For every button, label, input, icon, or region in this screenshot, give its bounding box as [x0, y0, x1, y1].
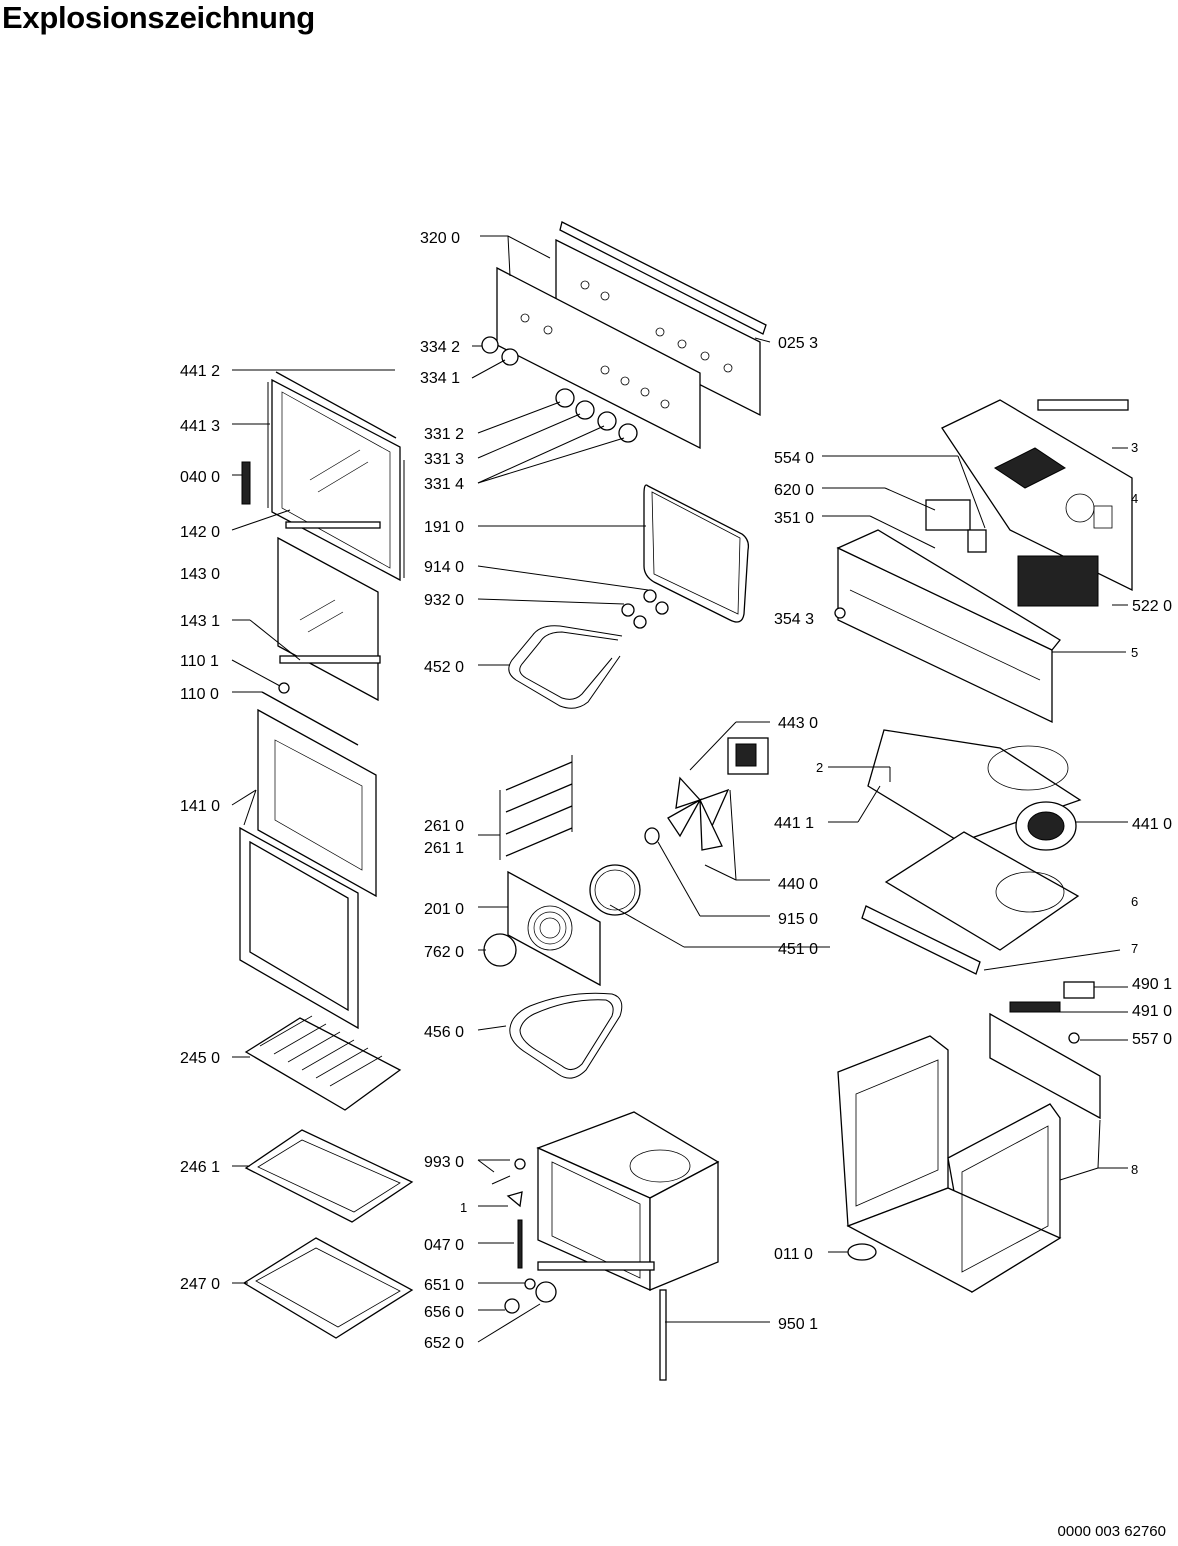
callout-491-0: 491 0: [1132, 1003, 1172, 1020]
callout-142-0: 142 0: [180, 524, 220, 541]
fan-housing-part: [861, 729, 1082, 975]
callout-456-0: 456 0: [424, 1024, 464, 1041]
callout-110-0: 110 0: [180, 686, 219, 703]
document-number: 0000 003 62760: [1057, 1523, 1166, 1540]
callout-261-1: 261 1: [424, 840, 464, 857]
baking-tray-part: [244, 1129, 414, 1223]
callout-950-1: 950 1: [778, 1316, 818, 1333]
callout-651-0: 651 0: [424, 1277, 464, 1294]
callout-441-0: 441 0: [1132, 816, 1172, 833]
callout-5: 5: [1131, 645, 1138, 660]
callout-141-0: 141 0: [180, 798, 220, 815]
callout-011-0: 011 0: [774, 1246, 813, 1263]
side-rack-part: [499, 755, 573, 860]
callout-762-0: 762 0: [424, 944, 464, 961]
callout-441-3: 441 3: [180, 418, 220, 435]
callout-245-0: 245 0: [180, 1050, 220, 1067]
callout-047-0: 047 0: [424, 1237, 464, 1254]
callout-993-0: 993 0: [424, 1154, 464, 1171]
callout-331-2: 331 2: [424, 426, 464, 443]
callout-354-3: 354 3: [774, 611, 814, 628]
door-frame-part: [241, 371, 405, 582]
callout-191-0: 191 0: [424, 519, 464, 536]
heating-element-lower-part: [509, 992, 623, 1079]
rear-panel-part: [989, 981, 1101, 1120]
outer-casing-part: [837, 1035, 1062, 1294]
callout-557-0: 557 0: [1132, 1031, 1172, 1048]
callout-451-0: 451 0: [778, 941, 818, 958]
callout-441-1: 441 1: [774, 815, 814, 832]
callout-914-0: 914 0: [424, 559, 464, 576]
callout-443-0: 443 0: [778, 715, 818, 732]
callout-932-0: 932 0: [424, 592, 464, 609]
callout-334-1: 334 1: [420, 370, 460, 387]
callout-522-0: 522 0: [1132, 598, 1172, 615]
callout-441-2: 441 2: [180, 363, 220, 380]
callout-8: 8: [1131, 1162, 1138, 1177]
knobs-part: [481, 336, 638, 443]
callout-334-2: 334 2: [420, 339, 460, 356]
callout-554-0: 554 0: [774, 450, 814, 467]
callout-143-1: 143 1: [180, 613, 220, 630]
front-frame-part: [834, 529, 1061, 724]
door-seal-part: [643, 484, 750, 623]
ring-element-part: [589, 864, 641, 916]
top-cover-part: [925, 399, 1133, 607]
callout-331-4: 331 4: [424, 476, 464, 493]
callout-1: 1: [460, 1200, 467, 1215]
wire-shelf-part: [244, 1015, 402, 1111]
callout-351-0: 351 0: [774, 510, 814, 527]
callout-040-0: 040 0: [180, 469, 220, 486]
callout-110-1: 110 1: [180, 653, 219, 670]
callout-labels: 320 0 025 3 334 2 334 1 331 2 331 3 331 …: [180, 230, 1172, 1352]
fan-cover-part: [483, 870, 601, 987]
callout-201-0: 201 0: [424, 901, 464, 918]
callout-440-0: 440 0: [778, 876, 818, 893]
small-fittings-part: [491, 1158, 557, 1314]
callout-620-0: 620 0: [774, 482, 814, 499]
callout-143-0: 143 0: [180, 566, 220, 583]
callout-025-3: 025 3: [778, 335, 818, 352]
callout-246-1: 246 1: [180, 1159, 220, 1176]
inner-door-part: [239, 691, 377, 1030]
control-panel-part: [496, 221, 767, 450]
callout-3: 3: [1131, 440, 1138, 455]
foot-part: [847, 1243, 877, 1261]
oven-cavity-part: [536, 1111, 720, 1381]
callout-652-0: 652 0: [424, 1335, 464, 1352]
callout-452-0: 452 0: [424, 659, 464, 676]
callout-2: 2: [816, 760, 823, 775]
fan-motor-part: [644, 737, 769, 851]
callout-656-0: 656 0: [424, 1304, 464, 1321]
door-glass-part: [277, 521, 381, 702]
callout-320-0: 320 0: [420, 230, 460, 247]
heating-element-upper-part: [508, 589, 669, 709]
callout-490-1: 490 1: [1132, 976, 1172, 993]
callout-331-3: 331 3: [424, 451, 464, 468]
callout-4: 4: [1131, 491, 1138, 506]
callout-915-0: 915 0: [778, 911, 818, 928]
page-title: Explosionszeichnung: [2, 0, 315, 35]
deep-tray-part: [242, 1237, 414, 1339]
callout-6: 6: [1131, 894, 1138, 909]
callout-7: 7: [1131, 941, 1138, 956]
callout-247-0: 247 0: [180, 1276, 220, 1293]
callout-261-0: 261 0: [424, 818, 464, 835]
